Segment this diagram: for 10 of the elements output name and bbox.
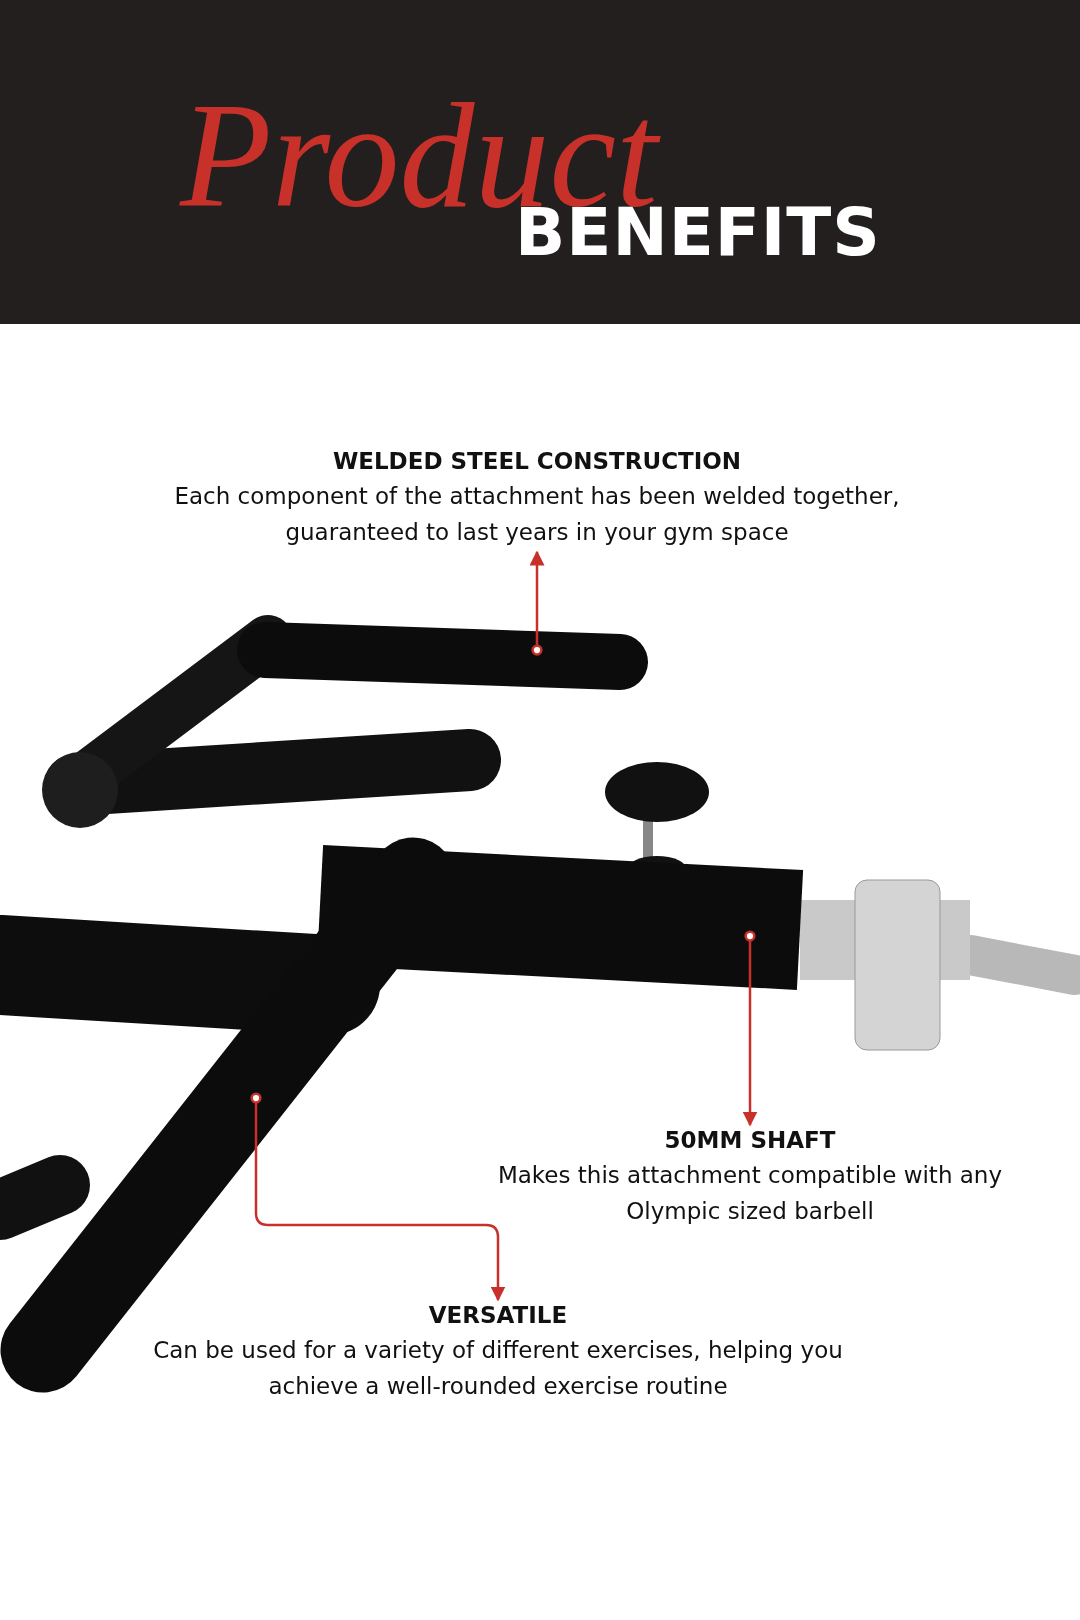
leader-line [250, 1092, 506, 1302]
leader-line [529, 550, 545, 656]
callout-description: Makes this attachment compatible with any Olympic sized barbell [496, 1161, 1004, 1226]
callout-heading: WELDED STEEL CONSTRUCTION [331, 447, 743, 476]
callout-heading: VERSATILE [427, 1301, 569, 1330]
callout-description: Can be used for a variety of different exercises, helping you achieve a well-rounded exercise routine [152, 1336, 844, 1401]
handle-bar [237, 622, 648, 690]
callout-heading: 50MM SHAFT [663, 1126, 837, 1155]
callout-description: Each component of the attachment has been welded together, guaranteed to last years in your gym space [173, 482, 901, 547]
leader-line [742, 930, 758, 1127]
